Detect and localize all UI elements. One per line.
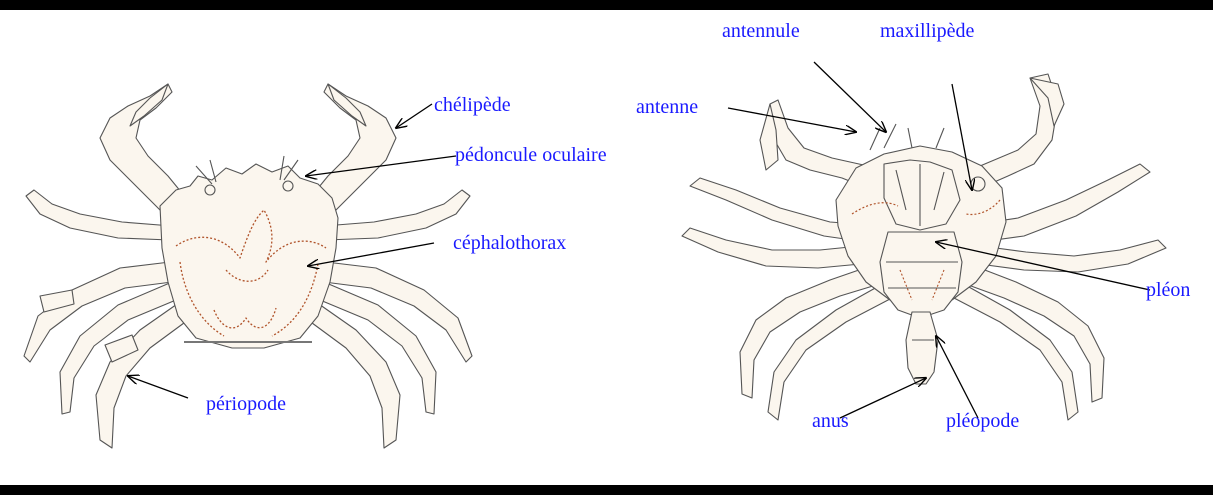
- label-antenne: antenne: [636, 96, 698, 118]
- label-maxillipede: maxillipède: [880, 20, 974, 42]
- label-pleopode: pléopode: [946, 410, 1019, 432]
- label-pleon: pléon: [1146, 279, 1190, 301]
- label-cephalothorax: céphalothorax: [453, 232, 566, 254]
- label-antennule: antennule: [722, 20, 800, 42]
- label-anus: anus: [812, 410, 849, 432]
- label-chelipede: chélipède: [434, 94, 511, 116]
- label-pedoncule: pédoncule oculaire: [455, 144, 607, 166]
- ventral-crab: [682, 74, 1166, 420]
- dorsal-carapace: [160, 164, 338, 348]
- label-periopode: périopode: [206, 393, 286, 415]
